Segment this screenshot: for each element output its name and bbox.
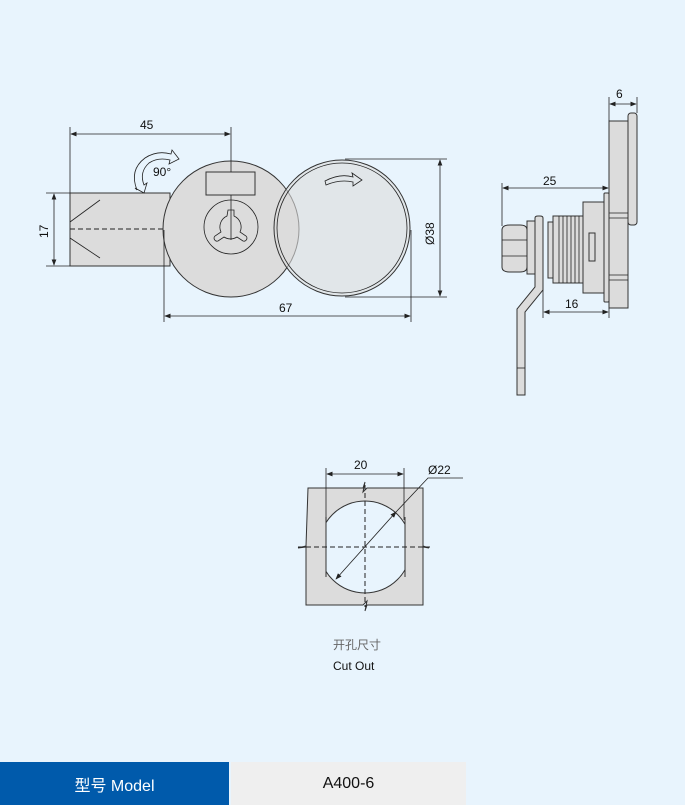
cover-cap xyxy=(273,159,411,297)
side-view: 6 25 16 xyxy=(501,87,638,396)
dim-38: Ø38 xyxy=(423,222,437,245)
rotation-label: 90° xyxy=(153,165,171,179)
rotate-arrow-icon xyxy=(324,172,363,187)
cam-arm xyxy=(516,215,544,396)
dim-25: 25 xyxy=(543,174,557,188)
dim-20: 20 xyxy=(354,458,368,472)
model-value: A400-6 xyxy=(231,762,466,805)
dim-22: Ø22 xyxy=(428,463,451,477)
model-label: 型号 Model xyxy=(0,762,229,805)
keyhole-icon xyxy=(213,209,248,242)
cutout-label-cn: 开孔尺寸 xyxy=(333,638,381,652)
dim-67: 67 xyxy=(279,301,293,315)
cutout-view: 20 Ø22 开孔尺寸 Cut Out xyxy=(297,458,463,673)
dim-17: 17 xyxy=(37,224,51,238)
dim-45: 45 xyxy=(140,118,154,132)
dim-16: 16 xyxy=(565,297,579,311)
indicator-window xyxy=(205,171,256,196)
turn-arrow-icon xyxy=(133,149,180,194)
front-view: 90° 45 17 Ø38 67 xyxy=(37,118,447,322)
cutout-label-en: Cut Out xyxy=(333,659,375,673)
dim-6: 6 xyxy=(616,87,623,101)
